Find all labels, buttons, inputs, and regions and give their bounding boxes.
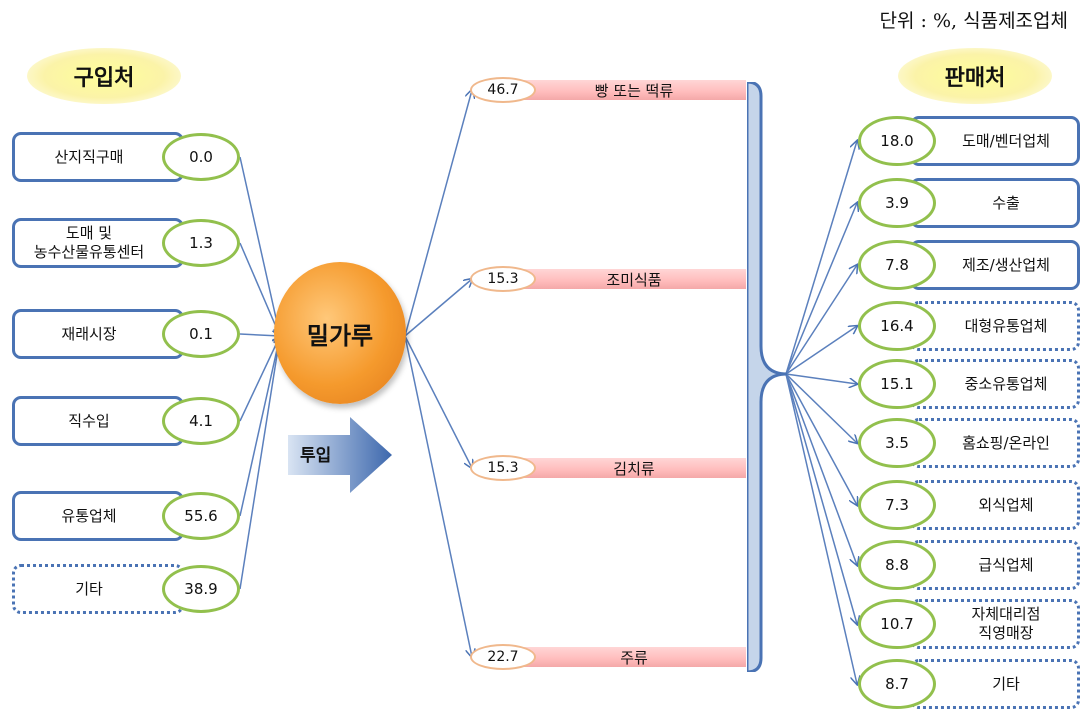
sales-brace [747,82,788,672]
sales-share-oval: 8.8 [858,540,936,590]
sales-channel-box: 외식업체 [910,480,1080,530]
usage-bar: 김치류 [498,458,746,478]
unit-note: 단위 : %, 식품제조업체 [879,10,1068,32]
purchase-source-box: 산지직구매 [12,132,184,182]
sales-share-oval: 7.3 [858,480,936,530]
sales-channel-box: 홈쇼핑/온라인 [910,418,1080,468]
purchase-share-oval: 38.9 [162,565,240,613]
purchase-source-box: 기타 [12,564,184,614]
purchase-source-box: 재래시장 [12,309,184,359]
sales-arrow [785,326,857,375]
usage-bar: 빵 또는 떡류 [498,80,746,100]
purchase-share-oval: 0.0 [162,133,240,181]
sales-arrow [785,141,857,375]
sales-arrow [785,373,857,565]
sales-share-oval: 8.7 [858,659,936,709]
purchase-title: 구입처 [27,48,181,104]
purchase-share-oval: 1.3 [162,219,240,267]
usage-share-oval: 15.3 [470,266,536,292]
sales-arrow [785,373,857,505]
purchase-arrow [239,156,280,336]
usage-bar: 주류 [498,647,746,667]
sales-channel-box: 급식업체 [910,540,1080,590]
purchase-share-oval: 4.1 [162,397,240,445]
usage-share-oval: 46.7 [470,77,536,103]
sales-channel-box: 대형유통업체 [910,301,1080,351]
purchase-source-box: 유통업체 [12,491,184,541]
sales-channel-box: 제조/생산업체 [910,240,1080,290]
purchase-arrow [239,336,280,422]
sales-share-oval: 15.1 [858,359,936,409]
purchase-source-box: 도매 및 농수산물유통센터 [12,218,184,268]
purchase-source-box: 직수입 [12,396,184,446]
input-arrow-icon [288,417,392,493]
sales-arrow [785,373,857,384]
sales-share-oval: 3.5 [858,418,936,468]
purchase-arrow [239,336,280,590]
sales-share-oval: 3.9 [858,178,936,228]
sales-arrow [785,373,857,684]
sales-share-oval: 16.4 [858,301,936,351]
usage-arrow [404,90,472,337]
sales-share-oval: 18.0 [858,116,936,166]
sales-arrow [785,265,857,375]
purchase-arrow [239,242,280,336]
sales-title: 판매처 [898,48,1052,104]
sales-share-oval: 10.7 [858,599,936,649]
input-label: 투입 [300,446,332,466]
usage-share-oval: 15.3 [470,455,536,481]
sales-arrow [785,203,857,375]
sales-share-oval: 7.8 [858,240,936,290]
usage-bar: 조미식품 [498,269,746,289]
sales-channel-box: 수출 [910,178,1080,228]
purchase-share-oval: 55.6 [162,492,240,540]
purchase-share-oval: 0.1 [162,310,240,358]
sales-arrow [785,373,857,443]
sales-arrow [785,373,857,624]
purchase-arrow [239,336,280,517]
usage-arrow [404,335,472,657]
usage-arrow [404,279,472,337]
usage-arrow [404,335,472,468]
sales-channel-box: 자체대리점 직영매장 [910,599,1080,649]
flour-node: 밀가루 [274,262,406,404]
usage-share-oval: 22.7 [470,644,536,670]
